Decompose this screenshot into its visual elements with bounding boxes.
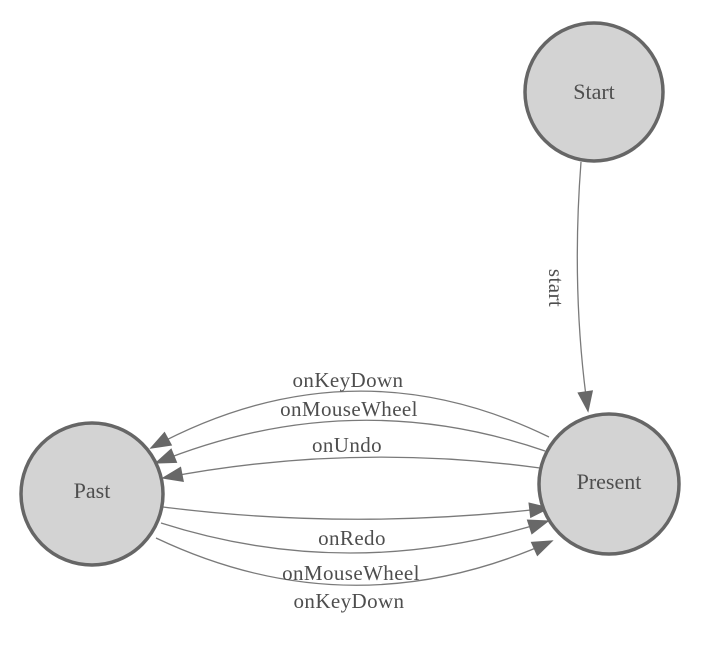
node-present-circle <box>537 412 681 556</box>
edge-present-to-past-onmousewheel <box>154 419 546 464</box>
edge-label-onkeydown-lower: onKeyDown <box>294 589 405 613</box>
edge-past-to-present-onkeydown <box>155 537 554 586</box>
edge-label-onkeydown-upper: onKeyDown <box>293 368 404 392</box>
edge-present-to-past-onundo <box>161 456 541 483</box>
edge-label-onmousewheel-lower: onMouseWheel <box>282 561 420 585</box>
edge-past-to-present-onredo <box>162 502 551 520</box>
edge-label-onundo: onUndo <box>312 433 382 457</box>
node-layer: Start Past Present <box>19 21 681 567</box>
node-start-label: Start <box>573 79 615 104</box>
node-present: Present <box>537 412 681 556</box>
node-past-label: Past <box>74 478 111 503</box>
edge-start-to-present <box>576 161 594 413</box>
edge-layer <box>149 161 594 586</box>
node-past: Past <box>19 421 165 567</box>
edge-label-start: start <box>544 269 568 307</box>
node-present-label: Present <box>577 469 642 494</box>
node-past-circle <box>19 421 165 567</box>
edge-past-to-present-onmousewheel <box>160 519 550 554</box>
edge-present-to-past-onkeydown <box>149 390 550 449</box>
node-start: Start <box>523 21 665 163</box>
node-start-circle <box>523 21 665 163</box>
edge-label-onredo: onRedo <box>318 526 386 550</box>
edge-label-onmousewheel-upper: onMouseWheel <box>280 397 418 421</box>
edge-label-layer: start onKeyDown onMouseWheel onUndo onRe… <box>280 269 568 613</box>
